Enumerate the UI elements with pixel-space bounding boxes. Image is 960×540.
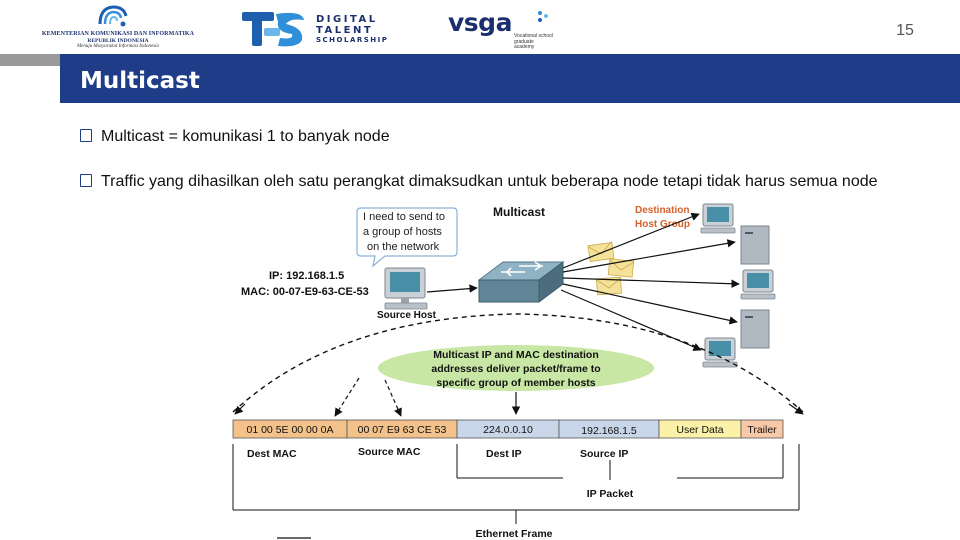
dts-word-talent: TALENT [316,25,374,36]
frame-value-dest-mac: 01 00 5E 00 00 0A [247,424,334,436]
frame-value-source-mac: 00 07 E9 63 CE 53 [358,424,447,436]
mac-label: MAC: 00-07-E9-63-CE-53 [241,286,369,298]
checkbox-bullet-icon [80,174,92,187]
ellipse-line-1: Multicast IP and MAC destination [433,349,599,361]
dts-logo: DIGITAL TALENT SCHOLARSHIP [240,6,410,50]
frame-field-trailer [740,419,784,439]
ip-packet-label: IP Packet [587,488,634,500]
frame-value-trailer: Trailer [747,424,777,436]
kominfo-tagline: Menuju Masyarakat Informasi Indonesia [76,44,160,49]
header-logos: KEMENTERIAN KOMUNIKASI DAN INFORMATIKA R… [0,0,960,54]
bullet-text: Traffic yang dihasilkan oleh satu perang… [101,173,878,190]
envelope-icon [596,276,622,296]
kominfo-emblem-icon [98,5,128,27]
dest-group-line-1: Destination [635,205,689,216]
envelope-icon [587,241,615,263]
title-band [60,54,960,103]
destination-pc-icon [740,269,776,300]
bubble-line-2: a group of hosts [363,226,442,238]
source-host-label: Source Host [377,310,437,321]
multicast-diagram-svg: I need to send to a group of hosts on th… [232,203,804,540]
ethernet-frame-fields: 01 00 5E 00 00 0A 00 07 E9 63 CE 53 224.… [232,419,784,439]
label-source-mac: Source MAC [358,446,421,458]
vsga-wordmark: vsga [448,8,512,37]
bubble-line-1: I need to send to [363,211,445,223]
kominfo-logo: KEMENTERIAN KOMUNIKASI DAN INFORMATIKA R… [38,4,198,52]
frame-value-user-data: User Data [676,424,723,436]
dts-word-digital: DIGITAL [316,14,378,25]
dts-word-scholarship: SCHOLARSHIP [316,36,389,44]
bullet-item: Multicast = komunikasi 1 to banyak node [80,126,900,148]
bullet-text: Multicast = komunikasi 1 to banyak node [101,128,390,145]
checkbox-bullet-icon [80,129,92,142]
multicast-diagram: I need to send to a group of hosts on th… [225,198,815,540]
dts-mark-icon [242,12,304,47]
frame-value-source-ip: 192.168.1.5 [581,425,637,437]
ethernet-frame-label: Ethernet Frame [475,528,552,540]
bullet-item: Traffic yang dihasilkan oleh satu perang… [80,171,900,215]
destination-server-icon [740,309,770,349]
vsga-logo: vsga Vocational school graduate academy [448,6,558,52]
source-host-computer-icon [384,267,428,310]
destination-pc-icon [700,203,736,234]
dest-group-line-2: Host Group [635,219,690,230]
kominfo-country: REPUBLIK INDONESIA [87,38,149,44]
vsga-tagline: Vocational school graduate academy [514,33,553,50]
destination-server-icon [740,225,770,265]
label-dest-mac: Dest MAC [247,448,297,460]
frame-value-dest-ip: 224.0.0.10 [483,424,533,436]
bubble-line-3: on the network [367,241,440,253]
page-number: 15 [896,22,914,39]
label-dest-ip: Dest IP [486,448,522,460]
ellipse-line-2: addresses deliver packet/frame to [431,363,600,375]
speech-bubble: I need to send to a group of hosts on th… [356,207,458,268]
info-ellipse [378,345,654,391]
label-source-ip: Source IP [580,448,628,460]
ellipse-line-3: specific group of member hosts [436,377,595,389]
kominfo-name: KEMENTERIAN KOMUNIKASI DAN INFORMATIKA [41,31,195,37]
slide-title: Multicast [80,68,200,94]
vsga-dots-icon [538,11,548,22]
destination-pc-icon [702,337,738,368]
switch-icon [477,261,565,303]
multicast-label: Multicast [493,205,545,219]
ip-label: IP: 192.168.1.5 [269,270,344,282]
